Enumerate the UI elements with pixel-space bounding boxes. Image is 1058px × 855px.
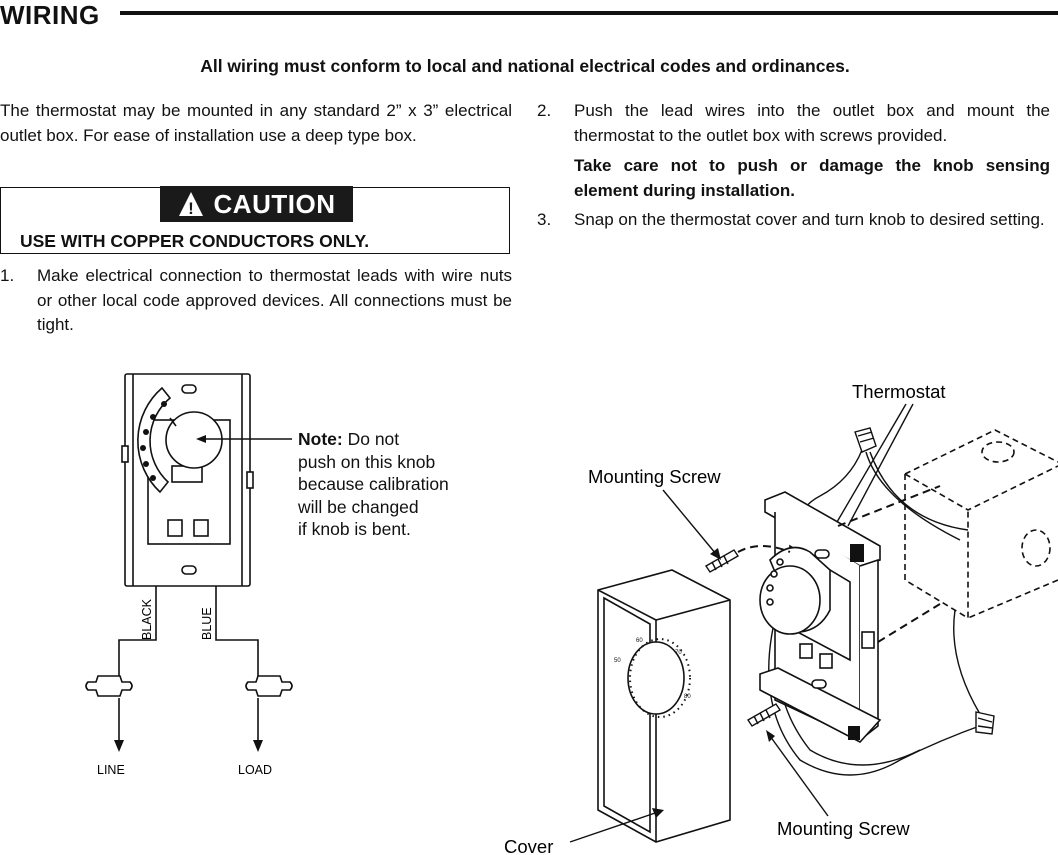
alignment-dashes [737,485,941,643]
wire-nut-icon [85,675,293,697]
caution-badge: ! CAUTION [160,186,353,222]
label-mounting-screw-bottom: Mounting Screw [777,818,910,839]
svg-text:80: 80 [684,694,691,700]
thermostat-plate [121,373,254,587]
knob-icon [137,386,223,494]
heading-rule [120,11,1058,15]
step-3: 3. Snap on the thermostat cover and turn… [537,208,1050,258]
outlet-box [904,429,1058,620]
label-thermostat: Thermostat [852,381,946,402]
note-line: Do not [347,429,400,449]
lead-wires [118,586,259,742]
thermostat-cover: 60 70 50 80 [597,569,731,843]
step-2: 2. Push the lead wires into the outlet b… [537,99,1050,149]
knob-icon [759,546,831,635]
callout-lines [569,403,914,843]
section-title: WIRING [0,0,100,30]
mounting-screw-icon [705,549,781,727]
note-line: will be changed [298,496,419,517]
svg-text:70: 70 [675,650,682,656]
caution-text: USE WITH COPPER CONDUCTORS ONLY. [20,231,370,251]
note-line: because calibration [298,474,449,494]
note-line: if knob is bent. [298,519,411,539]
wire-label-blue: BLUE [200,607,214,640]
svg-text:60: 60 [636,638,643,644]
terminal-label-load: LOAD [238,763,272,777]
svg-text:!: ! [188,199,194,217]
code-notice: All wiring must conform to local and nat… [200,56,850,76]
warning-icon: ! [178,191,204,218]
step-text: Push the lead wires into the outlet box … [574,101,1050,145]
svg-text:50: 50 [614,658,621,664]
arrow-down-icon [253,740,263,752]
wire-nut-icon [854,427,995,735]
intro-paragraph: The thermostat may be mounted in any sta… [0,101,512,145]
label-cover: Cover [504,836,553,855]
caution-label: CAUTION [213,188,336,219]
assembly-diagram: 60 70 50 80 Thermostat Mounting Screw Mo… [504,381,1058,855]
arrow-down-icon [114,740,124,752]
step-2-emphasis: Take care not to push or damage the knob… [574,156,1050,200]
terminal-label-line: LINE [97,763,125,777]
wire-label-black: BLACK [140,598,154,640]
step-text: Snap on the thermostat cover and turn kn… [574,210,1045,229]
wiring-diagram: BLACK BLUE LINE LOAD [85,373,293,777]
step-number: 2. [537,101,552,120]
step-number: 3. [537,210,552,229]
label-mounting-screw-top: Mounting Screw [588,466,721,487]
knob-note: Note: Do not push on this knob because c… [298,428,449,541]
step-number: 1. [0,266,15,285]
step-text: Make electrical connection to thermostat… [37,266,512,334]
step-1: 1. Make electrical connection to thermos… [0,264,512,344]
note-line: push on this knob [298,451,436,472]
note-label: Note: [298,429,343,449]
